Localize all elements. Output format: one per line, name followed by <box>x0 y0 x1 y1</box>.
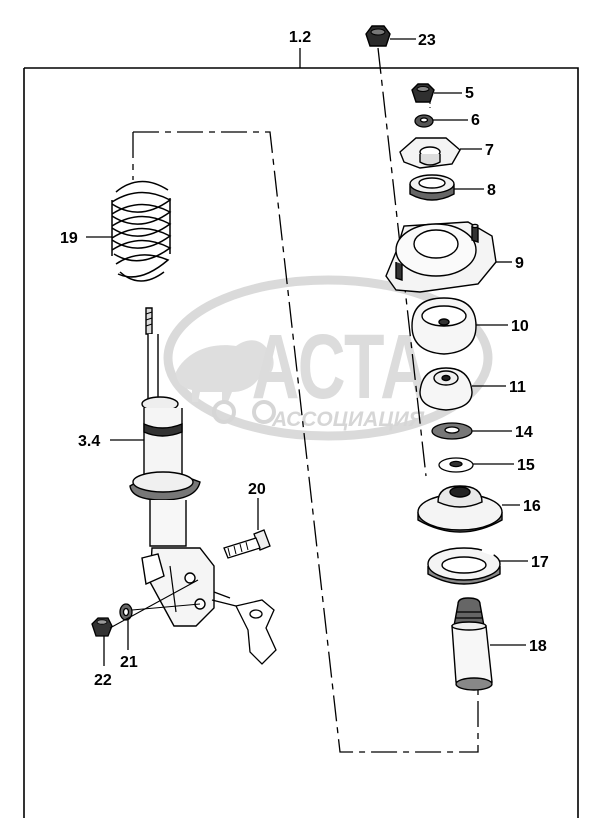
part-20-bolt <box>223 529 271 559</box>
part-5-nut <box>411 83 435 103</box>
callout-20: 20 <box>248 481 266 498</box>
part-14-washer <box>431 422 473 440</box>
assembly-frame <box>23 47 579 818</box>
strut-tube <box>143 408 183 483</box>
watermark-subtitle: АССОЦИАЦИЯ <box>271 408 425 431</box>
callout-labels: 1.2 23 5 6 7 8 9 10 11 14 15 16 17 18 19… <box>60 29 549 689</box>
spring-19-bottom <box>119 271 165 282</box>
part-11-bump-stop <box>419 367 473 411</box>
callout-6: 6 <box>471 112 480 129</box>
callout-1-2: 1.2 <box>289 29 311 46</box>
ring-17-gap <box>481 548 495 556</box>
callout-21: 21 <box>120 654 138 671</box>
washer-21-hole <box>122 607 130 617</box>
spring-19-outline-l <box>111 198 171 256</box>
callout-22: 22 <box>94 672 112 689</box>
callout-14: 14 <box>515 424 533 441</box>
part-21-washer <box>119 603 133 621</box>
knuckle-line-left <box>213 591 231 599</box>
part-19-coil-spring <box>111 180 172 282</box>
washer-14-hole <box>444 426 460 434</box>
part-17-insulator <box>427 547 501 585</box>
ring-17-hole <box>441 556 487 574</box>
knuckle-arm <box>235 599 277 665</box>
part-15-washer <box>438 457 474 473</box>
callout-9: 9 <box>515 255 524 272</box>
knuckle-fragment <box>211 591 277 665</box>
callout-17: 17 <box>531 554 549 571</box>
part-6-washer <box>414 114 434 128</box>
washer-6-hole <box>419 117 429 123</box>
watermark: АСТА АССОЦИАЦИЯ <box>163 275 493 441</box>
bolt-20-shank <box>223 537 261 559</box>
strut-tube-band <box>143 422 183 437</box>
strut-spring-seat-top <box>132 471 194 493</box>
callout-3-4: 3.4 <box>78 433 100 450</box>
callout-8: 8 <box>487 182 496 199</box>
cup-10-rim <box>421 305 467 327</box>
callout-7: 7 <box>485 142 494 159</box>
strut-bracket-rib <box>169 565 177 613</box>
bolt-20-thread <box>227 541 249 557</box>
boot-18-bellows <box>455 611 483 619</box>
frame-border <box>24 67 579 818</box>
strut-bracket-ear <box>141 553 165 586</box>
callout-11: 11 <box>509 379 526 396</box>
nut-23-top <box>370 28 386 36</box>
callout-23: 23 <box>418 32 436 49</box>
boot-18-body <box>451 625 493 683</box>
mount-9-stud-left <box>395 262 403 281</box>
knuckle-hole <box>249 609 263 619</box>
part-18-boot <box>451 597 493 691</box>
watermark-brand: АСТА <box>252 314 428 417</box>
bump-11-body <box>419 367 473 411</box>
part-10-cup <box>411 297 477 355</box>
nut-5-top <box>416 86 430 92</box>
strut-rod <box>147 334 159 401</box>
strut-lower-tube <box>149 500 187 547</box>
boot-18-bottom <box>455 677 493 691</box>
seat-16-hole <box>449 486 471 498</box>
watermark-wheel-left <box>212 400 236 424</box>
nut-22-top <box>96 619 108 625</box>
part-22-nut <box>91 617 113 637</box>
spring-19-coils <box>111 180 172 278</box>
bump-11-hole <box>441 374 451 382</box>
leader-bolt-to-bracket <box>109 579 199 629</box>
leader-nut-to-bracket <box>131 603 201 611</box>
part-7-plate <box>399 137 461 169</box>
boar-icon <box>176 340 274 402</box>
plate-7-collar <box>419 154 441 166</box>
mount-9-stud-right <box>471 226 479 243</box>
mount-leaders <box>109 579 201 629</box>
callout-15: 15 <box>517 457 535 474</box>
mount-9-stud-cap-r <box>471 223 479 229</box>
bearing-8-hole <box>418 177 446 189</box>
callout-10: 10 <box>511 318 529 335</box>
part-16-spring-seat <box>417 485 503 533</box>
part-23-nut <box>365 25 391 47</box>
strut-bracket-hole-1 <box>184 572 196 584</box>
watermark-wheel-right <box>252 400 276 424</box>
cup-10-hole <box>438 318 450 326</box>
callout-19: 19 <box>60 230 78 247</box>
knuckle-line-right <box>211 599 237 607</box>
boot-18-top <box>451 621 487 631</box>
part-8-bearing <box>409 174 455 201</box>
callout-5: 5 <box>465 85 474 102</box>
part-9-top-mount <box>385 221 497 293</box>
callout-18: 18 <box>529 638 547 655</box>
callout-16: 16 <box>523 498 541 515</box>
callout-leaders <box>86 38 528 666</box>
watermark-ring <box>163 275 493 441</box>
mount-9-inner <box>413 229 459 259</box>
strut-bracket-dashed <box>133 131 479 753</box>
nut-23-leader-dashed <box>377 47 427 477</box>
washer-15-hole <box>449 460 463 468</box>
strut-rod-thread-lines <box>145 311 153 327</box>
